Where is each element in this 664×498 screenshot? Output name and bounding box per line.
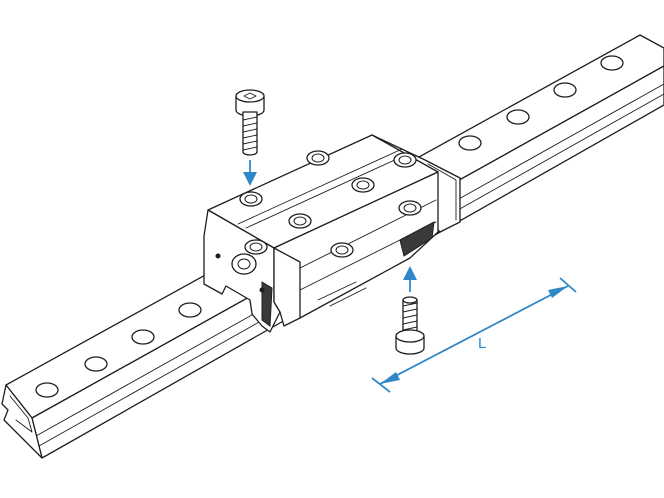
arrow-up-icon	[403, 266, 417, 292]
tapped-hole-2	[306, 150, 330, 166]
socket-cap-screw-bottom	[395, 296, 425, 355]
rail-hole-2	[84, 356, 108, 372]
rail-hole-6	[506, 109, 530, 125]
grease-nipple	[215, 253, 265, 293]
rail-hole-7	[553, 82, 577, 98]
tapped-hole-8	[393, 152, 417, 168]
tapped-hole-7	[244, 239, 268, 255]
rail-hole-5	[458, 135, 482, 151]
rail-hole-1	[35, 382, 59, 398]
tapped-hole-5	[330, 242, 354, 258]
carriage-block	[203, 134, 461, 333]
carriage-side-recess	[399, 221, 435, 257]
front-end-seal	[273, 247, 301, 327]
rail-hole-3	[131, 329, 155, 345]
arrow-down-icon	[243, 160, 257, 186]
rail-hole-4	[178, 302, 202, 318]
tapped-hole-6	[398, 200, 422, 216]
carriage-tapped-holes	[239, 150, 422, 258]
rail-mounting-holes	[35, 55, 624, 398]
rail-hole-8	[600, 55, 624, 71]
tapped-hole-3	[288, 213, 312, 229]
dimension-label-l: L	[478, 335, 487, 352]
end-seal-wiper	[261, 281, 273, 327]
rail-end-face	[1, 384, 43, 459]
dimension-line-l	[371, 277, 577, 393]
tapped-hole-4	[351, 177, 375, 193]
socket-cap-screw-top	[235, 89, 265, 156]
tapped-hole-1	[239, 191, 263, 207]
carriage-top-groove	[237, 148, 411, 229]
